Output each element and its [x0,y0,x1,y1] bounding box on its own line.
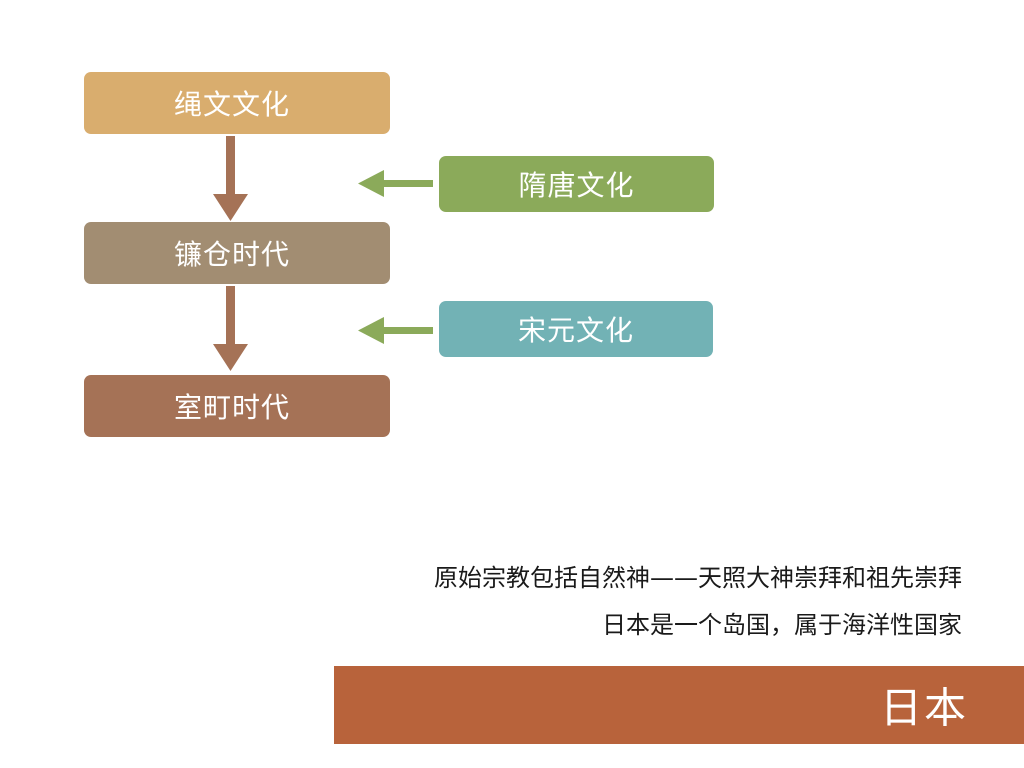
influence-label-songyuan: 宋元文化 [517,314,634,347]
banner-title: 日本 [879,683,968,733]
stage-label-muromachi: 室町时代 [173,391,290,424]
left-arrow-suitang [358,170,433,197]
caption-island: 日本是一个岛国，属于海洋性国家 [602,611,962,639]
influence-box-songyuan: 宋元文化 [439,301,713,357]
stage-box-jomon: 绳文文化 [84,72,390,134]
down-arrow-1 [213,136,248,221]
left-arrow-songyuan [358,317,433,344]
influence-box-suitang: 隋唐文化 [439,156,714,212]
down-arrow-2 [213,286,248,371]
stage-label-jomon: 绳文文化 [173,88,290,121]
title-banner: 日本 [334,666,1024,744]
stage-box-muromachi: 室町时代 [84,375,390,437]
influence-label-suitang: 隋唐文化 [518,169,635,202]
stage-box-kamakura: 镰仓时代 [84,222,390,284]
stage-label-kamakura: 镰仓时代 [173,238,290,271]
caption-religion: 原始宗教包括自然神——天照大神崇拜和祖先崇拜 [434,564,962,592]
